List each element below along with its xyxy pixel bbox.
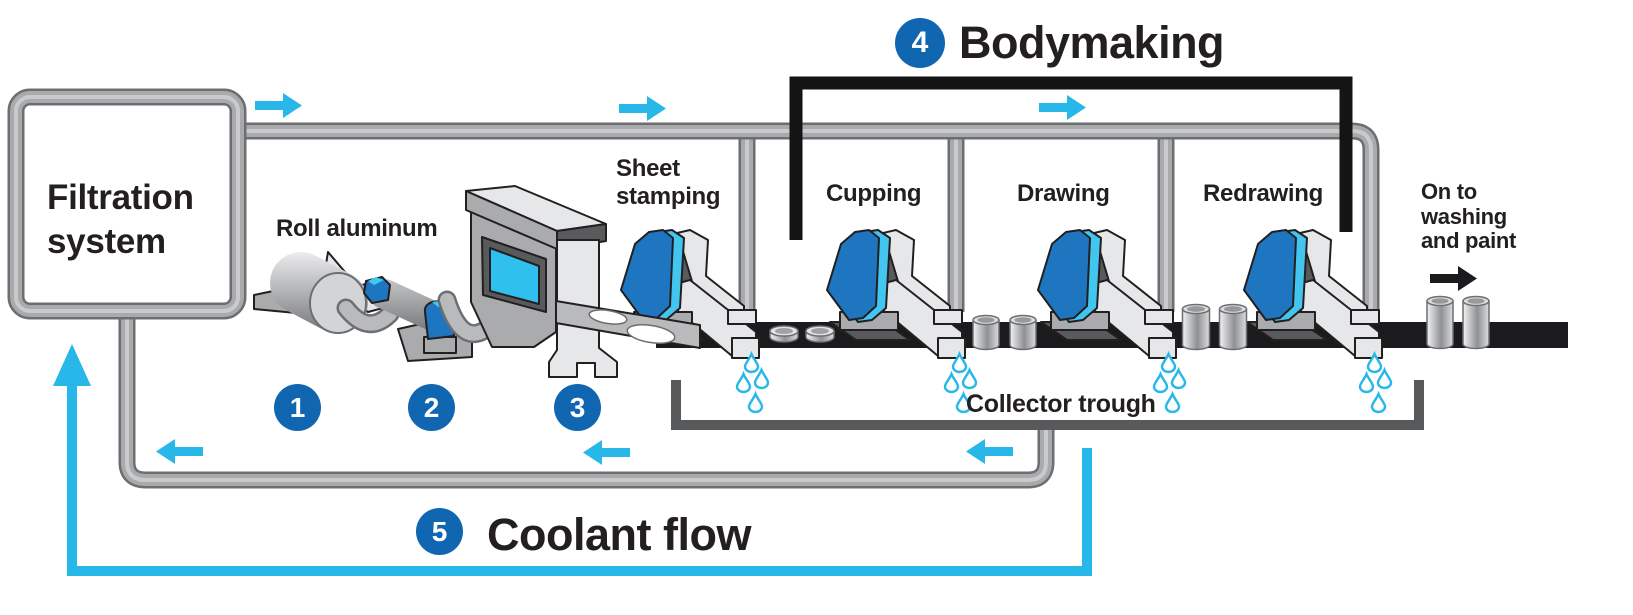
filtration-box: [7, 88, 247, 320]
bodymaking-bracket: [789, 76, 1353, 240]
washing-arrow-icon: [1430, 266, 1477, 291]
next-step-label: On to washing and paint: [1421, 179, 1517, 254]
collector-trough-label: Collector trough: [966, 390, 1156, 418]
bodymaking-title: Bodymaking: [959, 17, 1225, 68]
filtration-system-label: Filtration system: [47, 178, 194, 262]
step-badge-5: 5: [416, 508, 463, 555]
flow-right-arrow-2-icon: [619, 96, 666, 121]
flow-right-arrow-3-icon: [1039, 95, 1086, 120]
roll-aluminum-label: Roll aluminum: [276, 215, 438, 242]
stamped-discs: [769, 325, 835, 343]
coolant-return-line: [53, 344, 1092, 576]
redrawing-label: Redrawing: [1203, 180, 1323, 207]
flow-left-arrow-3-icon: [966, 439, 1013, 464]
drawn-cans: [1181, 303, 1248, 351]
coolant-flow-title: Coolant flow: [487, 509, 751, 560]
flow-left-arrow-1-icon: [156, 439, 203, 464]
sheet-stamping-label: Sheet stamping: [616, 155, 721, 210]
step-badge-1: 1: [274, 384, 321, 431]
redrawn-cans: [1426, 295, 1490, 350]
return-pipe: [118, 308, 1055, 489]
stamped-sheet: [555, 300, 701, 349]
flow-left-arrow-2-icon: [583, 440, 630, 465]
step-badge-2: 2: [408, 384, 455, 431]
step-badge-3: 3: [554, 384, 601, 431]
drawing-label: Drawing: [1017, 180, 1110, 207]
coolant-up-arrow-icon: [53, 344, 91, 386]
cupped-cans: [972, 314, 1037, 351]
collector-trough: [671, 380, 1424, 430]
aluminum-sheet: [336, 298, 400, 333]
step-badge-4: 4: [895, 18, 945, 68]
stamping-press-machine: [465, 185, 618, 378]
flow-right-arrow-1-icon: [255, 93, 302, 118]
coolant-droplets-1-icon: [735, 352, 770, 414]
rolling-mill-machine: [363, 276, 473, 362]
coolant-droplets-3-icon: [1152, 352, 1187, 414]
coolant-droplets-4-icon: [1358, 352, 1393, 414]
cupping-label: Cupping: [826, 180, 922, 207]
